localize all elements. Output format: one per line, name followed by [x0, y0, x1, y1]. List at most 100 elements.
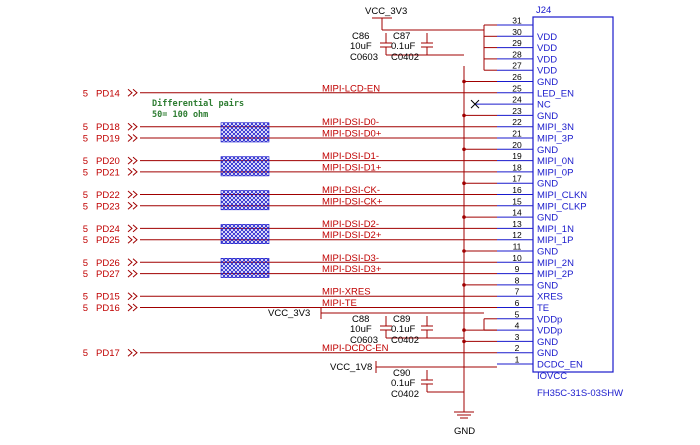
pin-number: 4 [515, 321, 520, 331]
net-label: MIPI-XRES [322, 287, 371, 298]
cap-package: C0603 [350, 335, 378, 346]
pin-number: 6 [515, 298, 520, 308]
pin-name: GND [537, 179, 558, 190]
pin-name: GND [537, 337, 558, 348]
port-sheet: 5 [83, 88, 88, 99]
port-sheet: 5 [83, 224, 88, 235]
port-name: PD15 [96, 292, 120, 303]
pin-number: 19 [512, 151, 522, 161]
cap-package: C0402 [391, 52, 419, 63]
cap-value: 0.1uF [391, 324, 415, 335]
cap-package: C0603 [350, 52, 378, 63]
junction-dot [462, 113, 466, 118]
port-name: PD17 [96, 348, 120, 359]
pin-number: 25 [512, 83, 522, 93]
port-name: PD22 [96, 190, 120, 201]
pin-name: LED_EN [537, 88, 574, 99]
junction-dot [462, 79, 466, 84]
diff-pairs-note: Differential pairs [152, 98, 244, 109]
port-sheet: 5 [83, 348, 88, 359]
pin-number: 23 [512, 106, 522, 116]
pin-name: VDD [537, 66, 557, 77]
port-sheet: 5 [83, 258, 88, 269]
port-sheet: 5 [83, 269, 88, 280]
port-sheet: 5 [83, 134, 88, 145]
cap-value: 0.1uF [391, 378, 415, 389]
pin-name: MIPI_0P [537, 167, 573, 178]
diff-pair-hatch [220, 156, 270, 177]
pin-number: 18 [512, 162, 522, 172]
net-label: MIPI-DSI-CK+ [322, 196, 383, 207]
port-name: PD14 [96, 88, 120, 99]
net-label: MIPI-DSI-D3- [322, 253, 379, 264]
pin-number: 17 [512, 174, 522, 184]
pin-number: 7 [515, 287, 520, 297]
pin-name: VDD [537, 43, 557, 54]
pin-number: 26 [512, 72, 522, 82]
diff-pair-hatch [220, 224, 270, 244]
pin-number: 16 [512, 185, 522, 195]
port-arrow [127, 156, 138, 165]
port-sheet: 5 [83, 156, 88, 167]
pin-number: 15 [512, 196, 522, 206]
port-sheet: 5 [83, 201, 88, 212]
pin-name: GND [537, 247, 558, 258]
pin-name: MIPI_3P [537, 134, 573, 145]
port-sheet: 5 [83, 303, 88, 314]
pin-name: VDDp [537, 314, 562, 325]
port-arrow [127, 88, 138, 97]
diff-pair-hatch [220, 122, 270, 143]
net-label: MIPI-TE [322, 298, 357, 309]
pin-number: 5 [515, 309, 520, 319]
port-arrow [127, 190, 138, 199]
pin-name: VDDp [537, 326, 562, 337]
net-label: MIPI-DCDC-EN [322, 343, 389, 354]
cap-value: 0.1uF [391, 41, 415, 52]
pin-name: GND [537, 111, 558, 122]
connector-part-number: FH35C-31S-03SHW [537, 388, 623, 399]
junction-dot [462, 215, 466, 219]
power-net-label: VCC_1V8 [330, 362, 372, 373]
pin-number: 14 [512, 208, 522, 218]
junction-dot [462, 328, 466, 332]
pin-number: 10 [512, 253, 522, 263]
port-arrow [127, 134, 138, 142]
pin-number: 24 [512, 95, 522, 105]
port-name: PD21 [96, 167, 120, 178]
port-name: PD16 [96, 303, 120, 314]
pin-number: 28 [512, 49, 522, 59]
port-sheet: 5 [83, 167, 88, 178]
pin-name: NC [537, 100, 551, 111]
pin-name: MIPI_0N [537, 156, 574, 167]
port-sheet: 5 [83, 235, 88, 246]
net-label: MIPI-DSI-D3+ [322, 264, 382, 275]
net-label: MIPI-DSI-D0+ [322, 129, 382, 140]
port-sheet: 5 [83, 190, 88, 201]
pin-name: GND [537, 145, 558, 156]
port-sheet: 5 [83, 292, 88, 303]
pin-name: GND [537, 213, 558, 224]
port-arrow [127, 303, 138, 312]
pin-name: IOVCC [537, 371, 567, 382]
pin-number: 13 [512, 219, 522, 229]
net-label: MIPI-DSI-D1+ [322, 162, 382, 173]
pin-number: 1 [515, 355, 520, 365]
port-name: PD27 [96, 269, 120, 280]
net-label: MIPI-DSI-CK- [322, 185, 380, 196]
diff-pair-hatch [220, 190, 270, 211]
pin-number: 9 [515, 264, 520, 274]
pin-number: 11 [513, 242, 522, 252]
port-arrow [127, 258, 138, 267]
cap-package: C0402 [391, 389, 419, 400]
pin-number: 22 [512, 117, 522, 127]
pin-number: 12 [512, 230, 522, 240]
pin-name: GND [537, 77, 558, 88]
port-arrow [127, 292, 138, 301]
net-label: MIPI-DSI-D1- [322, 151, 379, 162]
power-net-label: VCC_3V3 [365, 6, 407, 17]
cap-value: 10uF [350, 324, 372, 335]
port-arrow [127, 168, 138, 176]
port-sheet: 5 [83, 122, 88, 133]
